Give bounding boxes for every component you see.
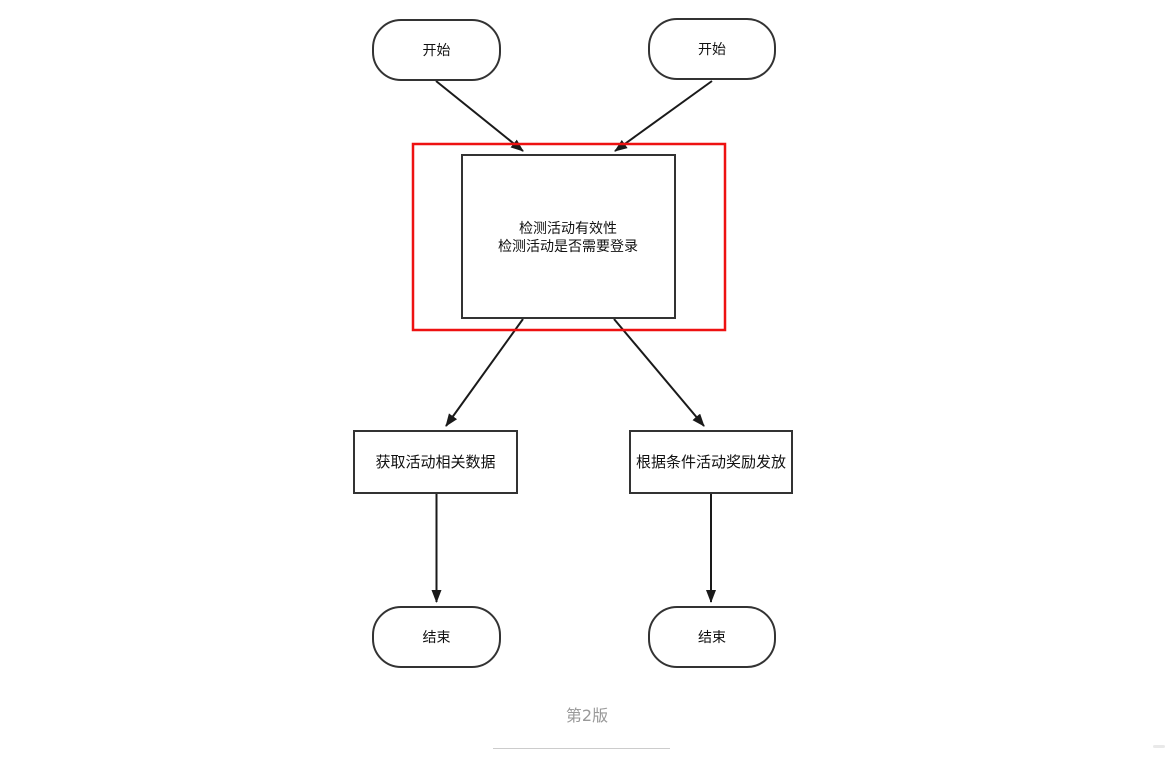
fetch-data-shape bbox=[353, 430, 518, 494]
node-end-left: 结束 bbox=[372, 606, 501, 668]
node-reward: 根据条件活动奖励发放 bbox=[629, 430, 793, 494]
start-right-shape bbox=[648, 18, 776, 80]
check-label-line1: 检测活动有效性 bbox=[519, 221, 617, 237]
start-right-label: 开始 bbox=[698, 42, 726, 58]
check-shape bbox=[461, 154, 676, 319]
edge-startright-to-check bbox=[614, 80, 713, 152]
end-right-shape bbox=[648, 606, 776, 668]
divider-line bbox=[493, 748, 670, 749]
check-label-line2: 检测活动是否需要登录 bbox=[498, 239, 638, 255]
version-caption: 第2版 bbox=[565, 706, 609, 725]
edge-check-to-fetch bbox=[445, 318, 524, 427]
edge-check-to-reward bbox=[613, 318, 705, 427]
edges bbox=[431, 80, 716, 603]
end-left-shape bbox=[372, 606, 501, 668]
node-start-right: 开始 bbox=[648, 18, 776, 80]
node-start-left: 开始 bbox=[372, 19, 501, 81]
edge-startleft-to-check bbox=[435, 80, 524, 152]
end-right-label: 结束 bbox=[698, 630, 726, 646]
start-left-shape bbox=[372, 19, 501, 81]
horizontal-scrollbar-fragment[interactable] bbox=[1153, 745, 1165, 748]
fetch-data-label: 获取活动相关数据 bbox=[375, 453, 495, 471]
highlight-rectangle bbox=[411, 142, 727, 332]
end-left-label: 结束 bbox=[423, 630, 451, 646]
node-check: 检测活动有效性 检测活动是否需要登录 bbox=[461, 154, 676, 319]
node-end-right: 结束 bbox=[648, 606, 776, 668]
reward-label: 根据条件活动奖励发放 bbox=[636, 453, 786, 471]
start-left-label: 开始 bbox=[423, 43, 451, 59]
node-fetch-data: 获取活动相关数据 bbox=[353, 430, 518, 494]
reward-shape bbox=[629, 430, 793, 494]
